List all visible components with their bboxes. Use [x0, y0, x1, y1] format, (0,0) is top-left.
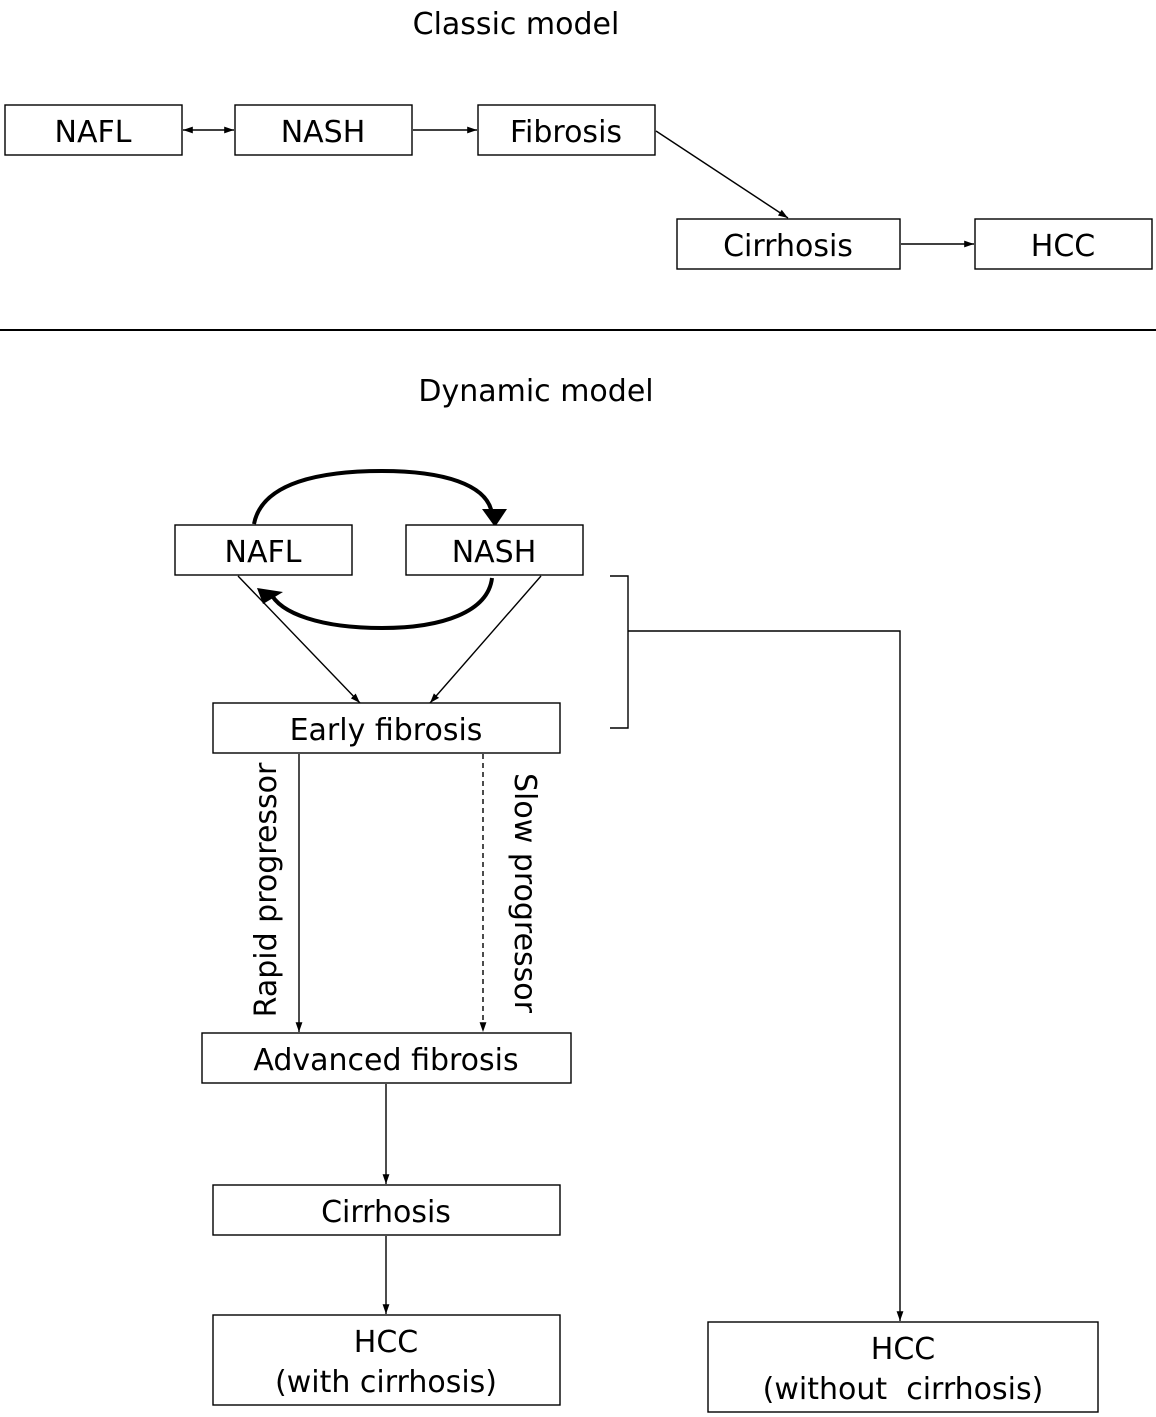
nafl-to-nash-curved-arrow [252, 468, 494, 525]
classic-fibrosis-box: Fibrosis [477, 104, 656, 156]
classic-hcc-label: HCC [1031, 229, 1095, 264]
hcc-with-cirrhosis-line1: HCC [354, 1325, 418, 1360]
bracket-to-hcc-without-cirrhosis-line [628, 630, 904, 1321]
nafl-to-nash-arrowhead [482, 509, 507, 527]
advanced-fibrosis-label: Advanced fibrosis [253, 1043, 518, 1078]
nash-to-nafl-arrowhead [257, 588, 283, 604]
classic-hcc-box: HCC [974, 218, 1153, 270]
rapid-progressor-label: Rapid progressor [249, 762, 284, 1017]
classic-cirrhosis-box: Cirrhosis [676, 218, 901, 270]
hcc-without-cirrhosis-line2: (without cirrhosis) [763, 1372, 1044, 1407]
hcc-with-cirrhosis-line2: (with cirrhosis) [275, 1365, 497, 1400]
dynamic-nash-label: NASH [452, 535, 537, 570]
classic-model-title: Classic model [413, 7, 620, 42]
classic-nash-label: NASH [281, 115, 366, 150]
bracket [610, 575, 629, 729]
early-fibrosis-box: Early fibrosis [212, 702, 561, 754]
nash-to-nafl-curved-arrow [268, 577, 494, 631]
dynamic-nafl-box: NAFL [174, 524, 353, 576]
nafl-to-early-fibrosis-arrow [237, 575, 361, 704]
dynamic-cirrhosis-label: Cirrhosis [321, 1195, 451, 1230]
classic-nafl-label: NAFL [55, 115, 132, 150]
nash-to-early-fibrosis-arrow [429, 575, 542, 704]
dynamic-cirrhosis-box: Cirrhosis [212, 1184, 561, 1236]
hcc-without-cirrhosis-line1: HCC [871, 1332, 935, 1367]
hcc-without-cirrhosis-box: HCC (without cirrhosis) [707, 1321, 1099, 1413]
early-fibrosis-label: Early fibrosis [290, 713, 483, 748]
dynamic-nash-box: NASH [405, 524, 584, 576]
classic-nafl-box: NAFL [4, 104, 183, 156]
dynamic-nafl-label: NAFL [225, 535, 302, 570]
classic-cirrhosis-label: Cirrhosis [723, 229, 853, 264]
classic-fibrosis-label: Fibrosis [510, 115, 622, 150]
slow-progressor-label: Slow progressor [507, 773, 542, 1014]
hcc-with-cirrhosis-box: HCC (with cirrhosis) [212, 1314, 561, 1406]
classic-fibrosis-cirrhosis-arrow [655, 130, 789, 219]
classic-nash-box: NASH [234, 104, 413, 156]
advanced-fibrosis-box: Advanced fibrosis [201, 1032, 572, 1084]
dynamic-model-title: Dynamic model [418, 374, 653, 409]
